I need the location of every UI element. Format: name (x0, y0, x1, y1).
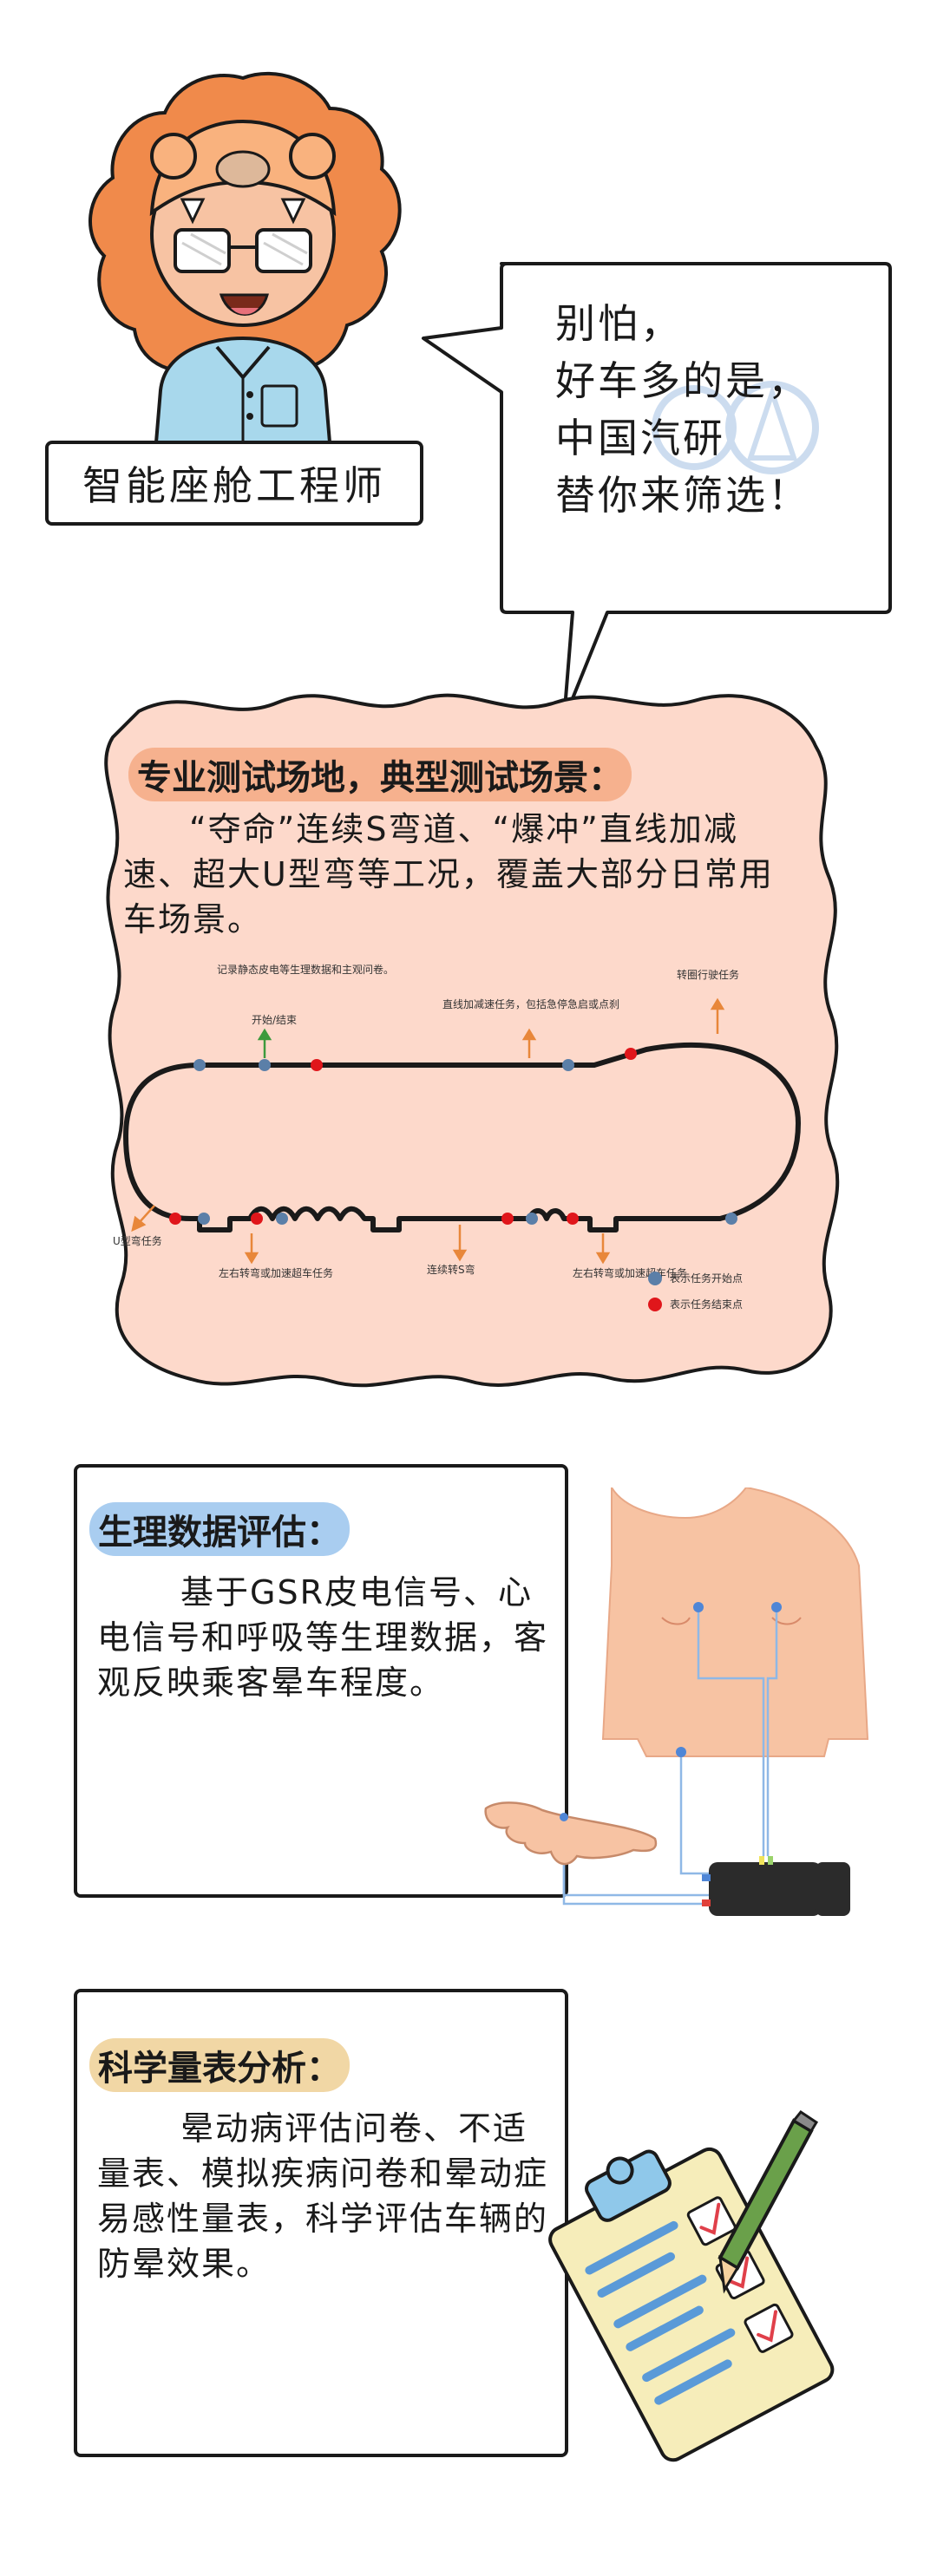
engineer-avatar (78, 61, 408, 444)
end-point (567, 1213, 579, 1225)
start-point (526, 1213, 538, 1225)
end-point (625, 1048, 637, 1060)
start-point (198, 1213, 210, 1225)
section3-heading-wrap: 科学量表分析： (89, 2038, 350, 2092)
speech-line: 好车多的是， (555, 357, 810, 404)
end-point (251, 1213, 263, 1225)
end-point (501, 1213, 514, 1225)
end-point (169, 1213, 181, 1225)
label-record: 记录静态皮电等生理数据和主观问卷。 (217, 963, 394, 976)
section1-heading-wrap: 专业测试场地，典型测试场景： (128, 748, 632, 801)
section3-heading: 科学量表分析： (89, 2038, 350, 2092)
speech-line: 别怕， (555, 300, 683, 347)
speech-line: 中国汽研 (555, 415, 725, 461)
test-track-diagram: 记录静态皮电等生理数据和主观问卷。 开始/结束 直线加减速任务，包括急停急启或点… (113, 963, 801, 1311)
role-label: 智能座舱工程师 (82, 462, 386, 509)
section1-body-text: “夺命”连续S弯道、“爆冲”直线加减速、超大U型弯等工况，覆盖大部分日常用车场景… (123, 810, 774, 938)
legend-end: 表示任务结束点 (670, 1298, 743, 1311)
label-circle: 转圈行驶任务 (677, 968, 739, 981)
torso-icon (601, 1487, 869, 1757)
section1-body: “夺命”连续S弯道、“爆冲”直线加减速、超大U型弯等工况，覆盖大部分日常用车场景… (123, 807, 783, 942)
lion-mascot-icon (88, 71, 402, 444)
speech-text: 别怕， 好车多的是， 中国汽研 替你来筛选！ (555, 295, 868, 524)
hand-icon (484, 1801, 658, 1866)
end-point (311, 1059, 323, 1071)
track-loop (123, 1042, 801, 1232)
label-s: 连续转S弯 (427, 1263, 475, 1276)
start-point (276, 1213, 288, 1225)
role-label-box: 智能座舱工程师 (45, 441, 423, 526)
speech-line: 替你来筛选！ (555, 472, 810, 519)
section2-body: 基于GSR皮电信号、心电信号和呼吸等生理数据，客观反映乘客晕车程度。 (97, 1570, 548, 1705)
label-uturn: U型弯任务 (113, 1234, 162, 1247)
section2-heading-wrap: 生理数据评估： (89, 1502, 350, 1556)
section1-heading: 专业测试场地，典型测试场景： (128, 748, 632, 801)
recorder-device-icon (709, 1862, 822, 1916)
start-point (193, 1059, 206, 1071)
legend-start: 表示任务开始点 (670, 1272, 743, 1285)
watermark-logo-icon (652, 381, 819, 474)
section3-body-text: 晕动病评估问卷、不适量表、模拟疾病问卷和晕动症易感性量表，科学评估车辆的防晕效果… (97, 2109, 549, 2283)
section2-heading: 生理数据评估： (89, 1502, 350, 1556)
body-sensor-illustration (484, 1487, 869, 1916)
section3-body: 晕动病评估问卷、不适量表、模拟疾病问卷和晕动症易感性量表，科学评估车辆的防晕效果… (97, 2106, 548, 2286)
start-point (259, 1059, 271, 1071)
label-start-end: 开始/结束 (252, 1014, 297, 1026)
clipboard-illustration (548, 2109, 835, 2462)
start-point (562, 1059, 574, 1071)
label-straight: 直线加减速任务，包括急停急启或点刹 (442, 997, 619, 1010)
legend-start-dot (648, 1272, 662, 1285)
section2-body-text: 基于GSR皮电信号、心电信号和呼吸等生理数据，客观反映乘客晕车程度。 (97, 1573, 549, 1702)
start-point (725, 1213, 737, 1225)
task-points (169, 1048, 737, 1225)
speech-bubble-frame (422, 262, 892, 722)
label-lane1: 左右转弯或加速超车任务 (219, 1266, 333, 1279)
legend-end-dot (648, 1298, 662, 1311)
pen-icon (717, 2109, 819, 2294)
